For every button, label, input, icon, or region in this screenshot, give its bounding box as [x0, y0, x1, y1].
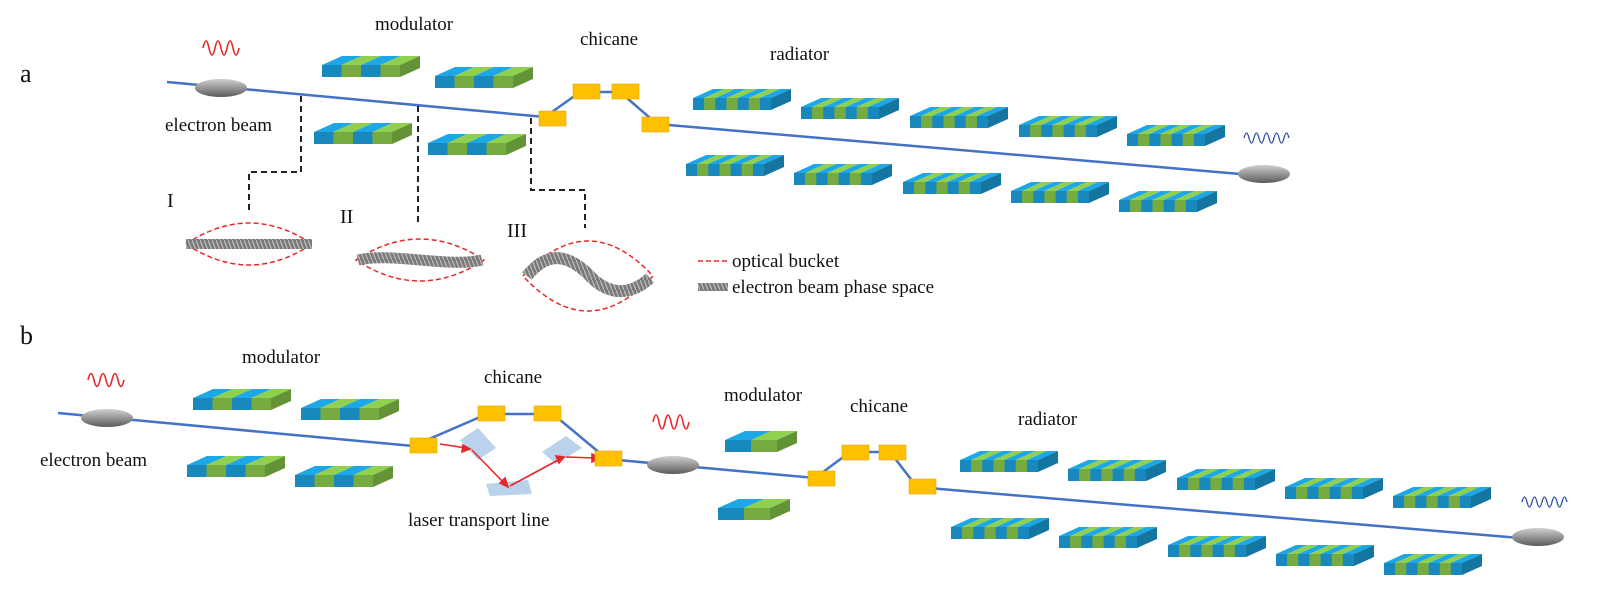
undulator-block	[193, 389, 291, 410]
optical-bucket-iii	[521, 240, 655, 312]
chicane-magnet	[594, 450, 623, 467]
electron-bunch-a	[195, 79, 247, 97]
undulator-block-short	[718, 499, 790, 520]
chicane-label-b1: chicane	[484, 367, 542, 388]
undulator-block	[1119, 191, 1217, 212]
beam-line-b	[57, 411, 1521, 540]
undulator-block	[903, 173, 1001, 194]
electron-bunch-a-end	[1238, 165, 1290, 183]
radiator-label-a: radiator	[770, 44, 830, 65]
undulator-block	[801, 98, 899, 119]
optical-bucket-i	[184, 222, 314, 266]
chicane-magnet	[641, 116, 670, 133]
chicane-magnet	[533, 405, 562, 422]
undulator-block	[1059, 527, 1157, 548]
undulator-block	[435, 67, 533, 88]
undulator-block	[187, 456, 285, 477]
undulators-a	[314, 56, 1225, 212]
electron-bunch-b-end	[1512, 528, 1564, 546]
undulator-block	[301, 399, 399, 420]
seed-laser-wave-b2	[652, 414, 690, 430]
undulator-block	[295, 466, 393, 487]
undulator-block	[1393, 487, 1491, 508]
output-radiation-wave-b	[1521, 496, 1568, 508]
undulator-block	[960, 451, 1058, 472]
panel-a-label: a	[20, 59, 32, 88]
undulator-block	[1168, 536, 1266, 557]
electron-beam-label-a: electron beam	[165, 115, 272, 136]
mirror	[542, 436, 582, 464]
undulator-block	[1127, 125, 1225, 146]
electron-bunch-b-mid	[647, 456, 699, 474]
legend-phase-space-label: electron beam phase space	[732, 277, 934, 298]
chicane-label-a: chicane	[580, 29, 638, 50]
undulator-block	[1276, 545, 1374, 566]
electron-bunch-b	[81, 409, 133, 427]
laser-transport-mirrors	[460, 428, 582, 496]
leader-line-i	[248, 96, 302, 210]
phase-space-leaders	[248, 96, 586, 228]
output-radiation-wave-a	[1243, 132, 1290, 144]
mirror	[460, 428, 496, 460]
undulator-block	[1019, 116, 1117, 137]
electron-phase-space-i	[186, 239, 312, 249]
phase-space-i	[184, 222, 314, 266]
undulator-block	[1068, 460, 1166, 481]
legend-phase-space-swatch	[698, 283, 728, 291]
chicane-magnet	[878, 444, 907, 461]
electron-phase-space-ii	[356, 252, 484, 268]
chicane-magnet	[908, 478, 937, 495]
seed-laser-wave-b1	[87, 372, 125, 388]
panel-b: b	[20, 321, 1568, 575]
undulator-block	[428, 134, 526, 155]
undulator-block	[1384, 554, 1482, 575]
undulator-block	[794, 164, 892, 185]
chicane-a	[538, 83, 670, 133]
legend-a: optical bucket electron beam phase space	[698, 251, 934, 298]
chicane-b1	[409, 405, 623, 467]
leader-line-iii	[530, 118, 586, 228]
chicane-magnet	[538, 110, 567, 127]
undulators-b	[187, 389, 1491, 575]
undulator-block	[1177, 469, 1275, 490]
modulator-label-a: modulator	[375, 14, 454, 35]
chicane-b2	[807, 444, 937, 495]
undulator-block	[910, 107, 1008, 128]
panel-a: a modulator chicane radiator electron be…	[20, 14, 1290, 312]
panel-b-label: b	[20, 321, 33, 350]
undulator-block	[1011, 182, 1109, 203]
phase-space-iii	[521, 240, 655, 312]
chicane-magnet	[572, 83, 601, 100]
chicane-magnet	[611, 83, 640, 100]
electron-phase-space-iii	[522, 252, 655, 298]
undulator-block	[322, 56, 420, 77]
legend-bucket-label: optical bucket	[732, 251, 840, 272]
modulator-label-b1: modulator	[242, 347, 321, 368]
stage-label-iii: III	[507, 220, 527, 242]
stage-label-i: I	[167, 190, 174, 212]
chicane-magnet	[477, 405, 506, 422]
undulator-block	[686, 155, 784, 176]
electron-beam-label-b: electron beam	[40, 450, 147, 471]
laser-transport-label: laser transport line	[408, 510, 549, 531]
modulator-label-b2: modulator	[724, 385, 803, 406]
seed-laser-wave-a	[202, 40, 240, 56]
chicane-magnet	[807, 470, 836, 487]
chicane-magnet	[841, 444, 870, 461]
undulator-block	[314, 123, 412, 144]
undulator-block-short	[725, 431, 797, 452]
undulator-block	[951, 518, 1049, 539]
phase-space-ii	[354, 238, 486, 282]
radiator-label-b: radiator	[1018, 409, 1078, 430]
undulator-block	[1285, 478, 1383, 499]
stage-label-ii: II	[340, 206, 353, 228]
chicane-magnet	[409, 437, 438, 454]
optical-bucket-ii	[354, 238, 486, 282]
chicane-label-b2: chicane	[850, 396, 908, 417]
undulator-block	[693, 89, 791, 110]
